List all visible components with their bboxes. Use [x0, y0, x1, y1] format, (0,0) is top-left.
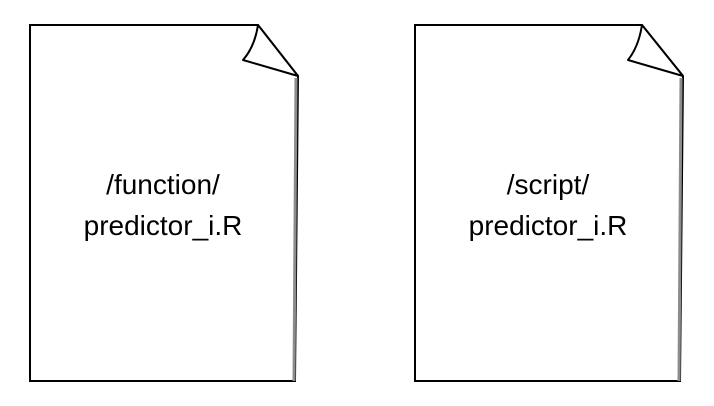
- page-edge-shadow: [677, 77, 683, 382]
- document-function-predictor[interactable]: /function/ predictor_i.R: [29, 24, 300, 382]
- document-label-line2: predictor_i.R: [84, 210, 243, 241]
- page-fold-icon: [242, 24, 299, 77]
- document-label-line2: predictor_i.R: [469, 210, 628, 241]
- document-script-predictor[interactable]: /script/ predictor_i.R: [414, 24, 685, 382]
- document-page-icon: [29, 24, 300, 382]
- page-fold-icon: [627, 24, 684, 77]
- page-edge-shadow: [292, 77, 298, 382]
- document-page-icon: [414, 24, 685, 382]
- document-label-line1: /function/: [106, 169, 220, 200]
- document-label-line1: /script/: [507, 169, 590, 200]
